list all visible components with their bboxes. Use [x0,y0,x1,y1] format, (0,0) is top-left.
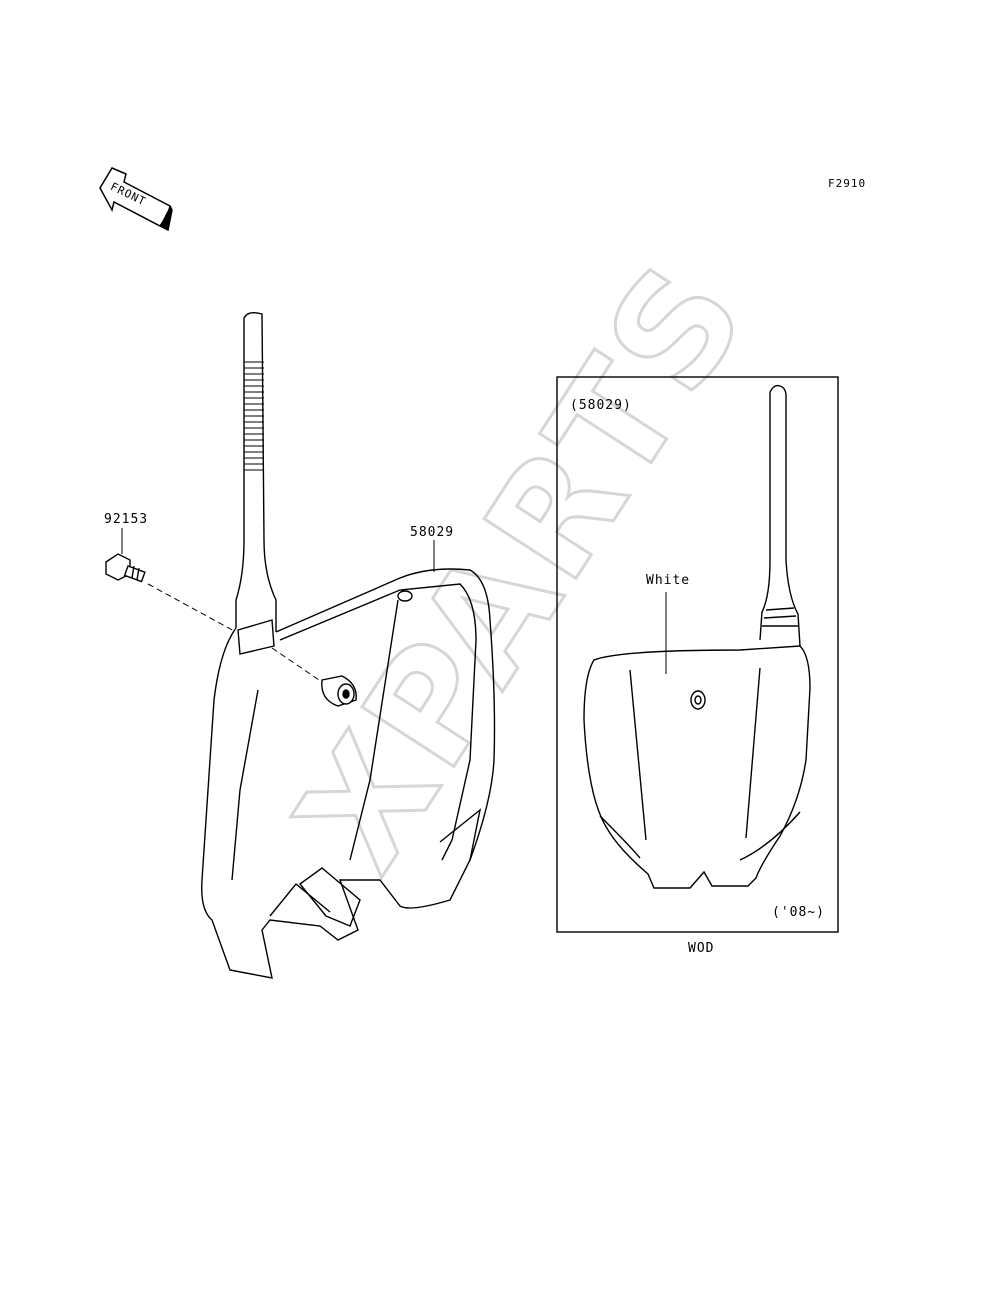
stem-grip-hatching [244,361,264,471]
spacer-collar-icon [321,675,357,707]
bolt-icon [105,553,146,583]
color-note: White [646,573,691,588]
inset-ref-label: (58029) [570,398,632,413]
leader-lines [121,528,667,674]
inset-frame [556,376,839,933]
part-number-58029: 58029 [410,525,455,540]
year-note: ('08~) [772,905,825,920]
front-arrow-icon [99,167,173,232]
inset-caption: WOD [688,941,715,956]
inset-plate-drawing [583,384,811,889]
assembly-line [147,583,323,683]
svg-text:XPARTS: XPARTS [264,232,782,900]
number-plate-drawing [201,311,496,979]
figure-code: F2910 [828,177,867,190]
part-number-92153: 92153 [104,512,149,527]
watermark: XPARTS [263,231,784,902]
